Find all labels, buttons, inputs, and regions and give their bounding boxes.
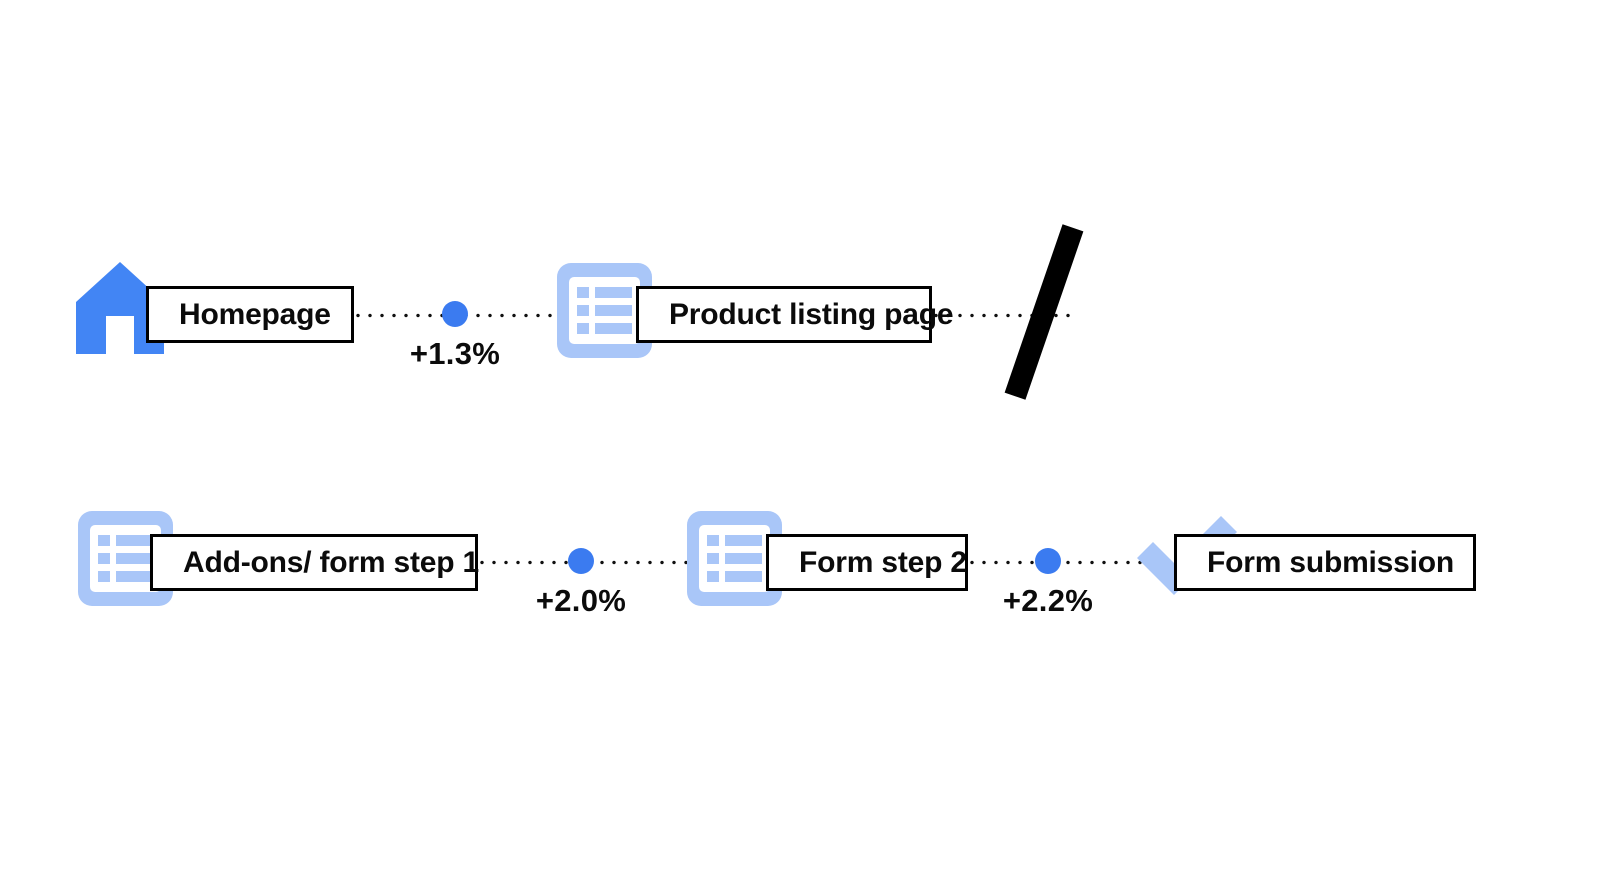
list-icon-product-listing-page — [557, 263, 652, 358]
step-box-homepage[interactable]: Homepage — [146, 286, 354, 343]
metric-dot-homepage-to-plp[interactable] — [442, 301, 468, 327]
connector-plp-to-rowbreak — [930, 313, 1070, 318]
step-box-form-submission[interactable]: Form submission — [1174, 534, 1476, 591]
connector-addons-to-step2 — [476, 560, 768, 565]
metric-label-homepage-to-plp: +1.3% — [409, 336, 501, 371]
step-label-add-ons-form-step-1: Add-ons/ form step 1 — [183, 545, 480, 579]
metric-label-addons-to-step2: +2.0% — [535, 583, 627, 618]
list-icon-form-step-2 — [687, 511, 782, 606]
step-box-form-step-2[interactable]: Form step 2 — [766, 534, 968, 591]
step-label-form-submission: Form submission — [1207, 545, 1455, 579]
step-label-form-step-2: Form step 2 — [799, 545, 967, 579]
list-icon-add-ons-form-step-1 — [78, 511, 173, 606]
step-label-homepage: Homepage — [179, 297, 331, 331]
connector-step2-to-submission — [966, 560, 1196, 565]
connector-homepage-to-plp — [352, 313, 640, 318]
metric-dot-step2-to-submission[interactable] — [1035, 548, 1061, 574]
step-box-product-listing-page[interactable]: Product listing page — [636, 286, 954, 343]
house-icon — [76, 262, 164, 354]
metric-label-step2-to-submission: +2.2% — [1002, 583, 1094, 618]
metric-dot-addons-to-step2[interactable] — [568, 548, 594, 574]
diagonal-slash-icon — [1004, 224, 1084, 400]
step-label-product-listing-page: Product listing page — [669, 297, 954, 331]
step-box-add-ons-form-step-1[interactable]: Add-ons/ form step 1 — [150, 534, 480, 591]
